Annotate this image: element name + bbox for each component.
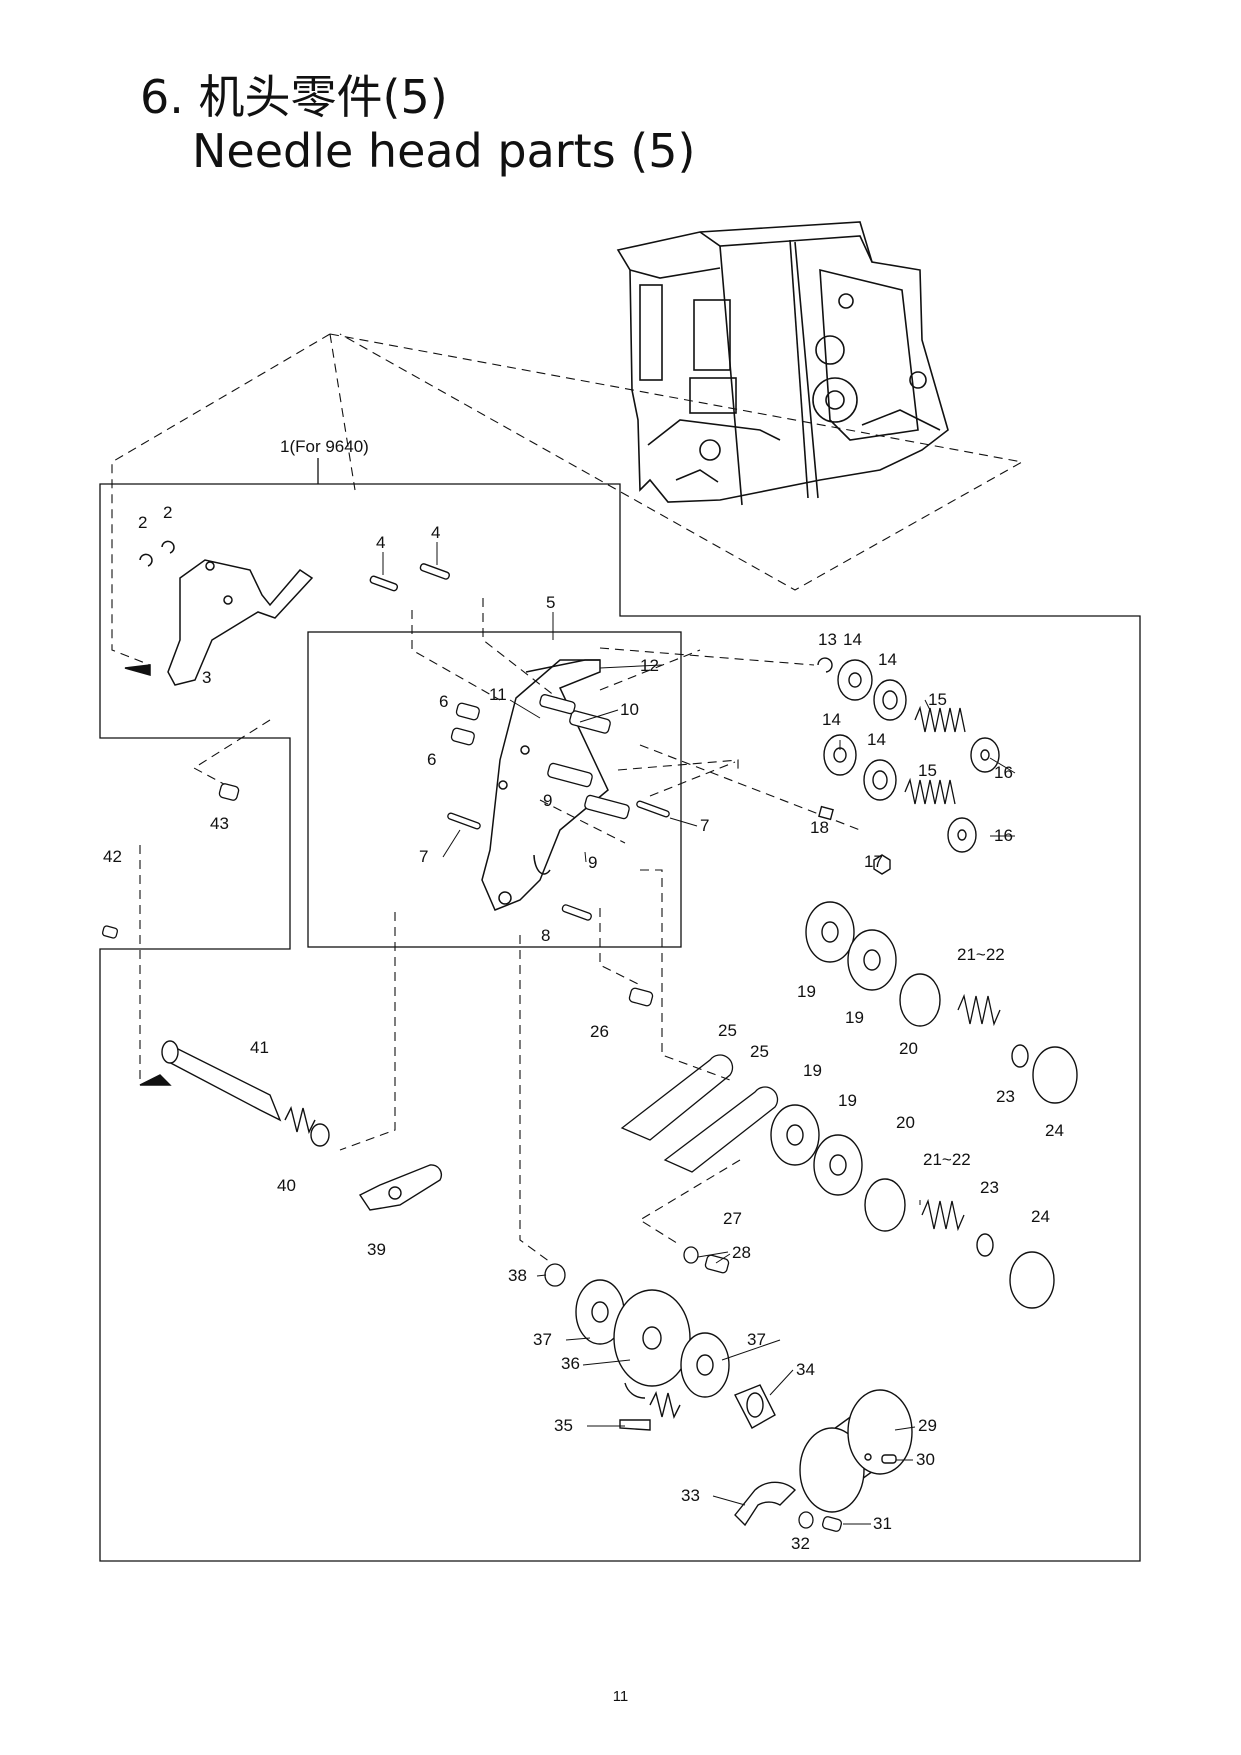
tension-discs-upper [817,657,1000,875]
callout: 7 [700,816,709,835]
callout: 19 [838,1091,857,1110]
callout: 11 [489,685,507,704]
callout: 35 [554,1416,573,1435]
callout: 26 [590,1022,609,1041]
callout: 30 [916,1450,935,1469]
lower-tension-assembly [575,1279,913,1527]
callout: 40 [277,1176,296,1195]
callout: 13 [818,630,837,649]
label-leaders [382,542,1016,1525]
assembly-outline [99,483,1141,1562]
callout: 33 [681,1486,700,1505]
callout: 24 [1031,1207,1050,1226]
thread-guide-25 [620,1054,779,1173]
springs-21-22 [921,993,1001,1232]
callout: 23 [980,1178,999,1197]
subassembly-box [307,631,682,948]
callout: 41 [250,1038,269,1057]
callout: 14 [867,730,886,749]
callout: 39 [367,1240,386,1259]
springs-15 [904,705,966,805]
callout: 10 [620,700,639,719]
callout: 23 [996,1087,1015,1106]
callout: 20 [899,1039,918,1058]
callout: 5 [546,593,555,612]
callout: 27 [723,1209,742,1228]
callout: 36 [561,1354,580,1373]
shaft-assembly [139,1040,443,1211]
callout: 19 [845,1008,864,1027]
callout: 6 [439,692,448,711]
pin-4 [369,563,450,592]
callout: 15 [928,690,947,709]
dashed-leaders [111,333,1024,1263]
group-label: 1(For 9640) [280,437,369,456]
callout: 2 [163,503,172,522]
callout: 19 [797,982,816,1001]
callout: 38 [508,1266,527,1285]
title-zh: 6. 机头零件(5) [140,70,448,124]
callout: 32 [791,1534,810,1553]
callout: 9 [588,853,597,872]
retaining-ring-2 [139,540,175,567]
callout: 21~22 [957,945,1005,964]
callout: 7 [419,847,428,866]
callout: 6 [427,750,436,769]
callout: 14 [878,650,897,669]
callout: 9 [543,791,552,810]
callout: 16 [994,763,1013,782]
tension-plate-5 [481,659,609,911]
callout: 15 [918,761,937,780]
screws [101,783,842,1532]
callout: 4 [431,523,440,542]
callout: 31 [873,1514,892,1533]
callout: 42 [103,847,122,866]
callout: 17 [864,852,883,871]
callout: 3 [202,668,211,687]
callout: 37 [747,1330,766,1349]
callout: 21~22 [923,1150,971,1169]
callout: 14 [843,630,862,649]
callout: 2 [138,513,147,532]
callout: 25 [718,1021,737,1040]
tension-assembly [770,901,1078,1309]
lever-part-3 [124,559,314,686]
machine-head-body [616,221,949,506]
callout: 14 [822,710,841,729]
stud-parts [447,694,670,921]
callout: 43 [210,814,229,833]
page-title: 6. 机头零件(5) Needle head parts (5) [140,70,695,178]
callout: 28 [732,1243,751,1262]
callout: 20 [896,1113,915,1132]
callout: 4 [376,533,385,552]
callout: 18 [810,818,829,837]
callout: 19 [803,1061,822,1080]
callout: 8 [541,926,550,945]
callout: 37 [533,1330,552,1349]
page-number: 11 [612,1688,629,1705]
callout: 29 [918,1416,937,1435]
callout-labels: 1(For 9640) 2 2 3 4 4 5 6 6 7 7 8 9 9 10… [103,437,1064,1553]
title-en: Needle head parts (5) [192,124,696,178]
callout: 24 [1045,1121,1064,1140]
callout: 25 [750,1042,769,1061]
callout: 34 [796,1360,815,1379]
